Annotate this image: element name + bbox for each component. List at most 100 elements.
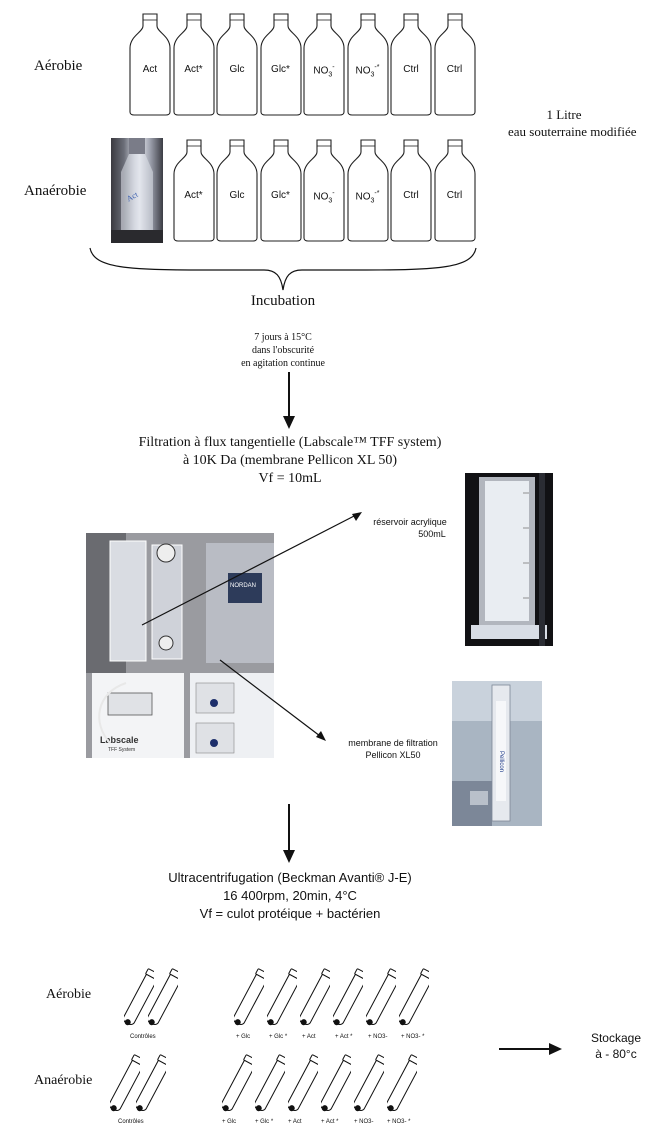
- bottle-label: NO3-*: [355, 64, 380, 79]
- controls-label-aerobic: Contrôles: [130, 1034, 156, 1040]
- svg-text:TFF System: TFF System: [108, 747, 135, 753]
- bottle-label: Ctrl: [446, 190, 463, 201]
- incubation-title: Incubation: [250, 293, 316, 309]
- tube-label: + Act: [302, 1034, 316, 1040]
- bottle: NO3-*: [346, 12, 390, 116]
- side-note: 1 Litre eau souterraine modifiée: [502, 106, 662, 140]
- bottle-label: Ctrl: [403, 64, 419, 75]
- tube: [220, 1052, 259, 1120]
- reservoir-label: réservoir acrylique 500mL: [350, 516, 470, 540]
- bottle: Ctrl: [433, 12, 477, 116]
- tff-system-photo: NORDAN Labscale TFF System: [86, 533, 274, 758]
- bottle-label: Glc*: [271, 190, 290, 201]
- membrane-line2: Pellicon XL50: [365, 750, 421, 760]
- filtration-line3: Vf = 10mL: [258, 471, 322, 486]
- pointer-arrows: [141, 512, 362, 741]
- tube-label: + NO3- *: [401, 1034, 425, 1040]
- tube: [364, 966, 403, 1034]
- tube: [232, 966, 271, 1034]
- ultracentrifugation-text: Ultracentrifugation (Beckman Avanti® J-E…: [100, 869, 480, 923]
- tube-label: + Glc: [236, 1034, 251, 1040]
- filtration-line1: Filtration à flux tangentielle (Labscale…: [138, 435, 442, 450]
- reservoir-line2: 500mL: [418, 529, 446, 539]
- filtration-text: Filtration à flux tangentielle (Labscale…: [80, 434, 500, 488]
- anaerobic-bottle-photo: Act: [111, 138, 163, 243]
- arrow-down-2: [283, 804, 295, 863]
- membrane-photo: Pellicon: [452, 681, 542, 826]
- bottle: Glc: [215, 12, 259, 116]
- tube: [298, 966, 337, 1034]
- bottle: NO3-: [302, 12, 346, 116]
- ultra-line2: 16 400rpm, 20min, 4°C: [223, 888, 357, 903]
- membrane-label: membrane de filtration Pellicon XL50: [333, 737, 453, 761]
- tube-label: + Act *: [321, 1119, 339, 1125]
- svg-text:Labscale: Labscale: [100, 735, 139, 745]
- row-label-aerobie-top: Aérobie: [34, 58, 83, 74]
- tube-label: + Glc *: [269, 1034, 288, 1040]
- incubation-line3: en agitation continue: [241, 358, 325, 369]
- bottle-label: Act*: [184, 190, 203, 201]
- filtration-line2: à 10K Da (membrane Pellicon XL 50): [182, 453, 398, 468]
- bottle-label: Glc: [229, 190, 245, 201]
- ultra-line1: Ultracentrifugation (Beckman Avanti® J-E…: [168, 870, 412, 885]
- tube-label: + NO3-: [354, 1119, 374, 1125]
- bottle-label: Ctrl: [403, 190, 419, 201]
- reservoir-photo: [465, 473, 553, 646]
- bottle: NO3-: [302, 138, 346, 242]
- tube: [146, 966, 185, 1034]
- bottle-label: Glc*: [271, 64, 290, 75]
- tube: [134, 1052, 173, 1120]
- tube: [331, 966, 370, 1034]
- bottle-label: NO3-: [313, 64, 335, 79]
- controls-label-anaerobic: Contrôles: [118, 1119, 144, 1125]
- incubation-details: 7 jours à 15°C dans l'obscurité en agita…: [183, 331, 383, 370]
- bottle-label: Glc: [229, 64, 245, 75]
- bottle-label: Ctrl: [446, 64, 463, 75]
- bottle-label: NO3-: [313, 190, 335, 205]
- bottle: Ctrl: [389, 12, 433, 116]
- tube-label: + Act: [288, 1119, 302, 1125]
- bottle: Act*: [172, 12, 216, 116]
- bottle: Glc*: [259, 138, 303, 242]
- bottle: Glc*: [259, 12, 303, 116]
- bottle: NO3-*: [346, 138, 390, 242]
- storage-text: Stockage à - 80°c: [576, 1030, 656, 1062]
- tube-label: + NO3- *: [387, 1119, 411, 1125]
- bottle: Ctrl: [433, 138, 477, 242]
- bottle-label: Act*: [184, 64, 203, 75]
- tube: [286, 1052, 325, 1120]
- tube: [385, 1052, 424, 1120]
- incubation-line2: dans l'obscurité: [251, 345, 315, 356]
- ultra-line3: Vf = culot protéique + bactérien: [199, 906, 381, 921]
- tube-label: + Act *: [335, 1034, 353, 1040]
- row-label-aerobie-bottom: Aérobie: [46, 987, 92, 1002]
- arrow-down-1: [283, 372, 295, 429]
- storage-arrow: [499, 1043, 562, 1055]
- tube: [319, 1052, 358, 1120]
- tube: [122, 966, 161, 1034]
- tube-label: + Glc: [222, 1119, 237, 1125]
- tube: [397, 966, 436, 1034]
- bottle: Act: [128, 12, 172, 116]
- row-label-anaerobie-bottom: Anaérobie: [34, 1073, 93, 1088]
- membrane-line1: membrane de filtration: [348, 738, 438, 748]
- reservoir-line1: réservoir acrylique: [373, 517, 447, 527]
- tube: [108, 1052, 147, 1120]
- row-label-anaerobie-top: Anaérobie: [24, 183, 87, 199]
- side-note-line2: eau souterraine modifiée: [508, 124, 637, 139]
- bottle-label: NO3-*: [355, 190, 380, 205]
- tube: [253, 1052, 292, 1120]
- tube: [352, 1052, 391, 1120]
- svg-text:Pellicon: Pellicon: [498, 751, 504, 772]
- bottle-label: Act: [142, 64, 158, 75]
- side-note-line1: 1 Litre: [546, 107, 582, 122]
- bottle: Ctrl: [389, 138, 433, 242]
- storage-line2: à - 80°c: [595, 1047, 637, 1061]
- storage-line1: Stockage: [590, 1031, 642, 1045]
- tube: [265, 966, 304, 1034]
- bottle: Glc: [215, 138, 259, 242]
- incubation-line1: 7 jours à 15°C: [254, 332, 312, 343]
- svg-text:NORDAN: NORDAN: [230, 583, 256, 589]
- grouping-brace: [89, 247, 477, 291]
- tube-label: + Glc *: [255, 1119, 274, 1125]
